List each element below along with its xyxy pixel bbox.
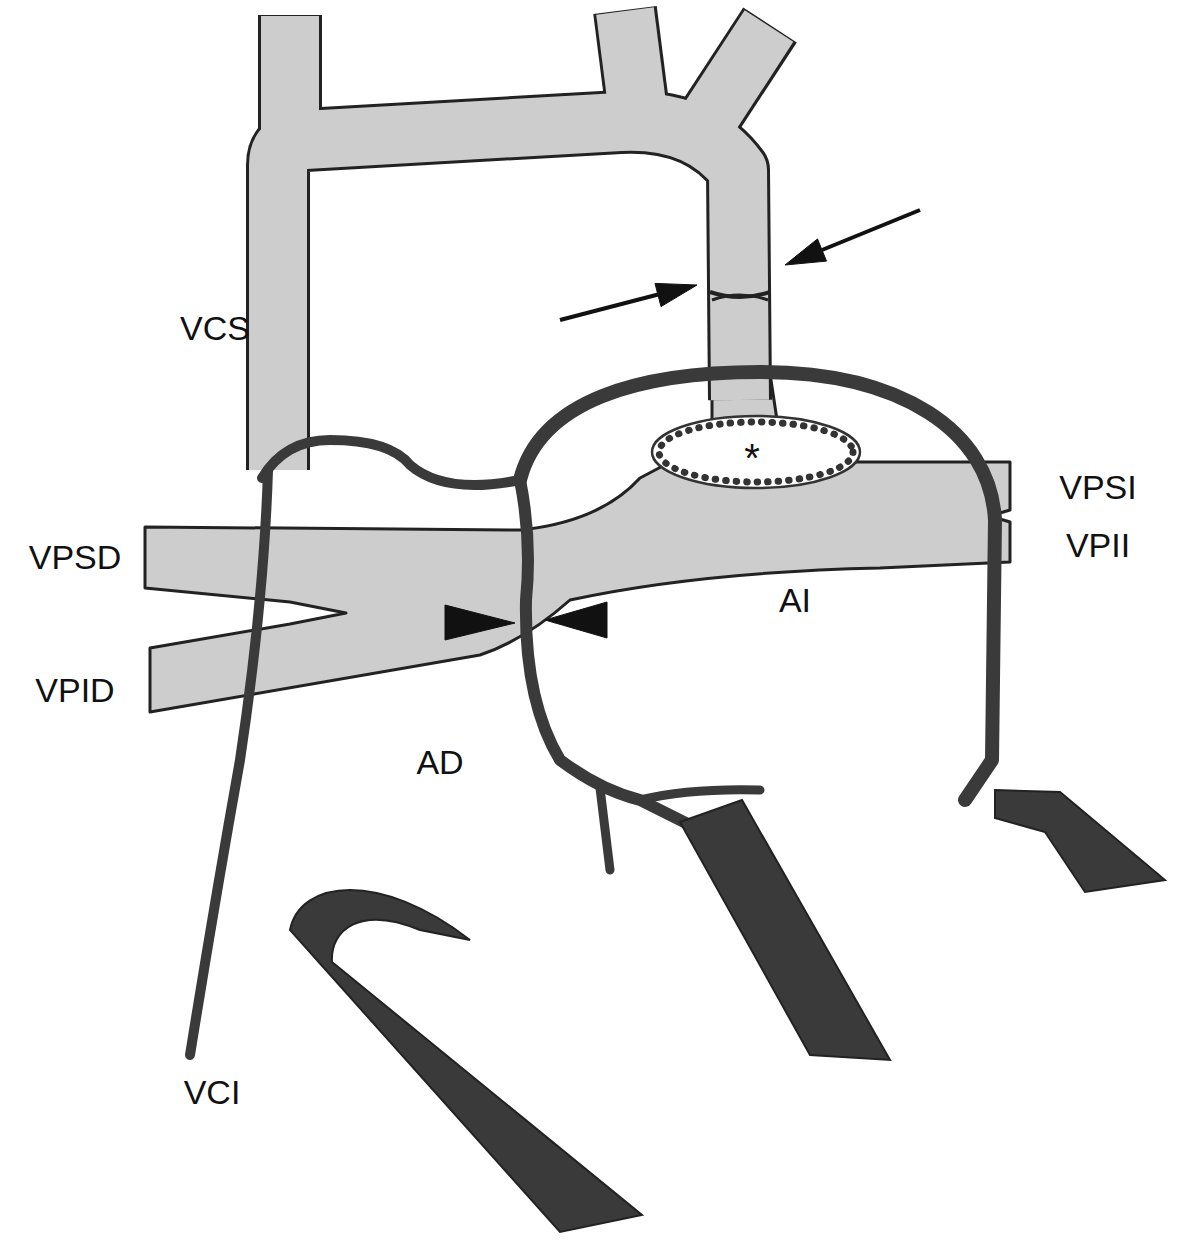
pointer-arrows [445,210,920,640]
structure-label: VPSD [29,540,122,574]
structure-label: VPII [1066,528,1130,562]
vessel-outline [258,15,322,150]
vessel-fill [261,16,319,150]
mitral-leaflet [995,790,1165,892]
vessel-fill [700,26,769,132]
defect-scallop [659,422,853,482]
arrow-head [655,283,697,306]
vessel-outline [700,25,770,132]
superior-vena-cava [278,10,770,470]
right-atrium-wall [190,470,268,1055]
vessel-outline [625,10,640,128]
arrow-shaft [822,210,920,250]
vessel-fill [278,122,740,470]
tricuspid-leaflet [680,800,890,1060]
arrow-head [785,239,827,265]
defect-outline [652,416,860,488]
fossa-ovalis [652,416,860,488]
vessel-fill [625,11,640,128]
right-atrium-top [262,440,520,485]
vessel-outline [278,122,740,470]
valve-leaflets [290,790,1165,1232]
atrial-septum [520,480,700,830]
defect-marker: * [744,438,760,478]
defect-hole [663,426,849,478]
stenosis-ring [712,295,768,300]
structure-label: VPID [35,673,114,707]
structure-label: AI [779,583,811,617]
left-atrium-wall [520,372,995,800]
septum-branch [600,788,610,870]
structure-label: AD [416,745,463,779]
septum-branch [640,790,760,800]
arrow-shaft [560,294,660,320]
structure-label: VPSI [1059,470,1136,504]
arrowhead-marker [445,605,515,640]
arrowhead-marker [545,602,607,638]
structure-label: VCI [184,1075,241,1109]
ivc-valve [290,890,642,1232]
structure-label: VCS [180,311,250,345]
